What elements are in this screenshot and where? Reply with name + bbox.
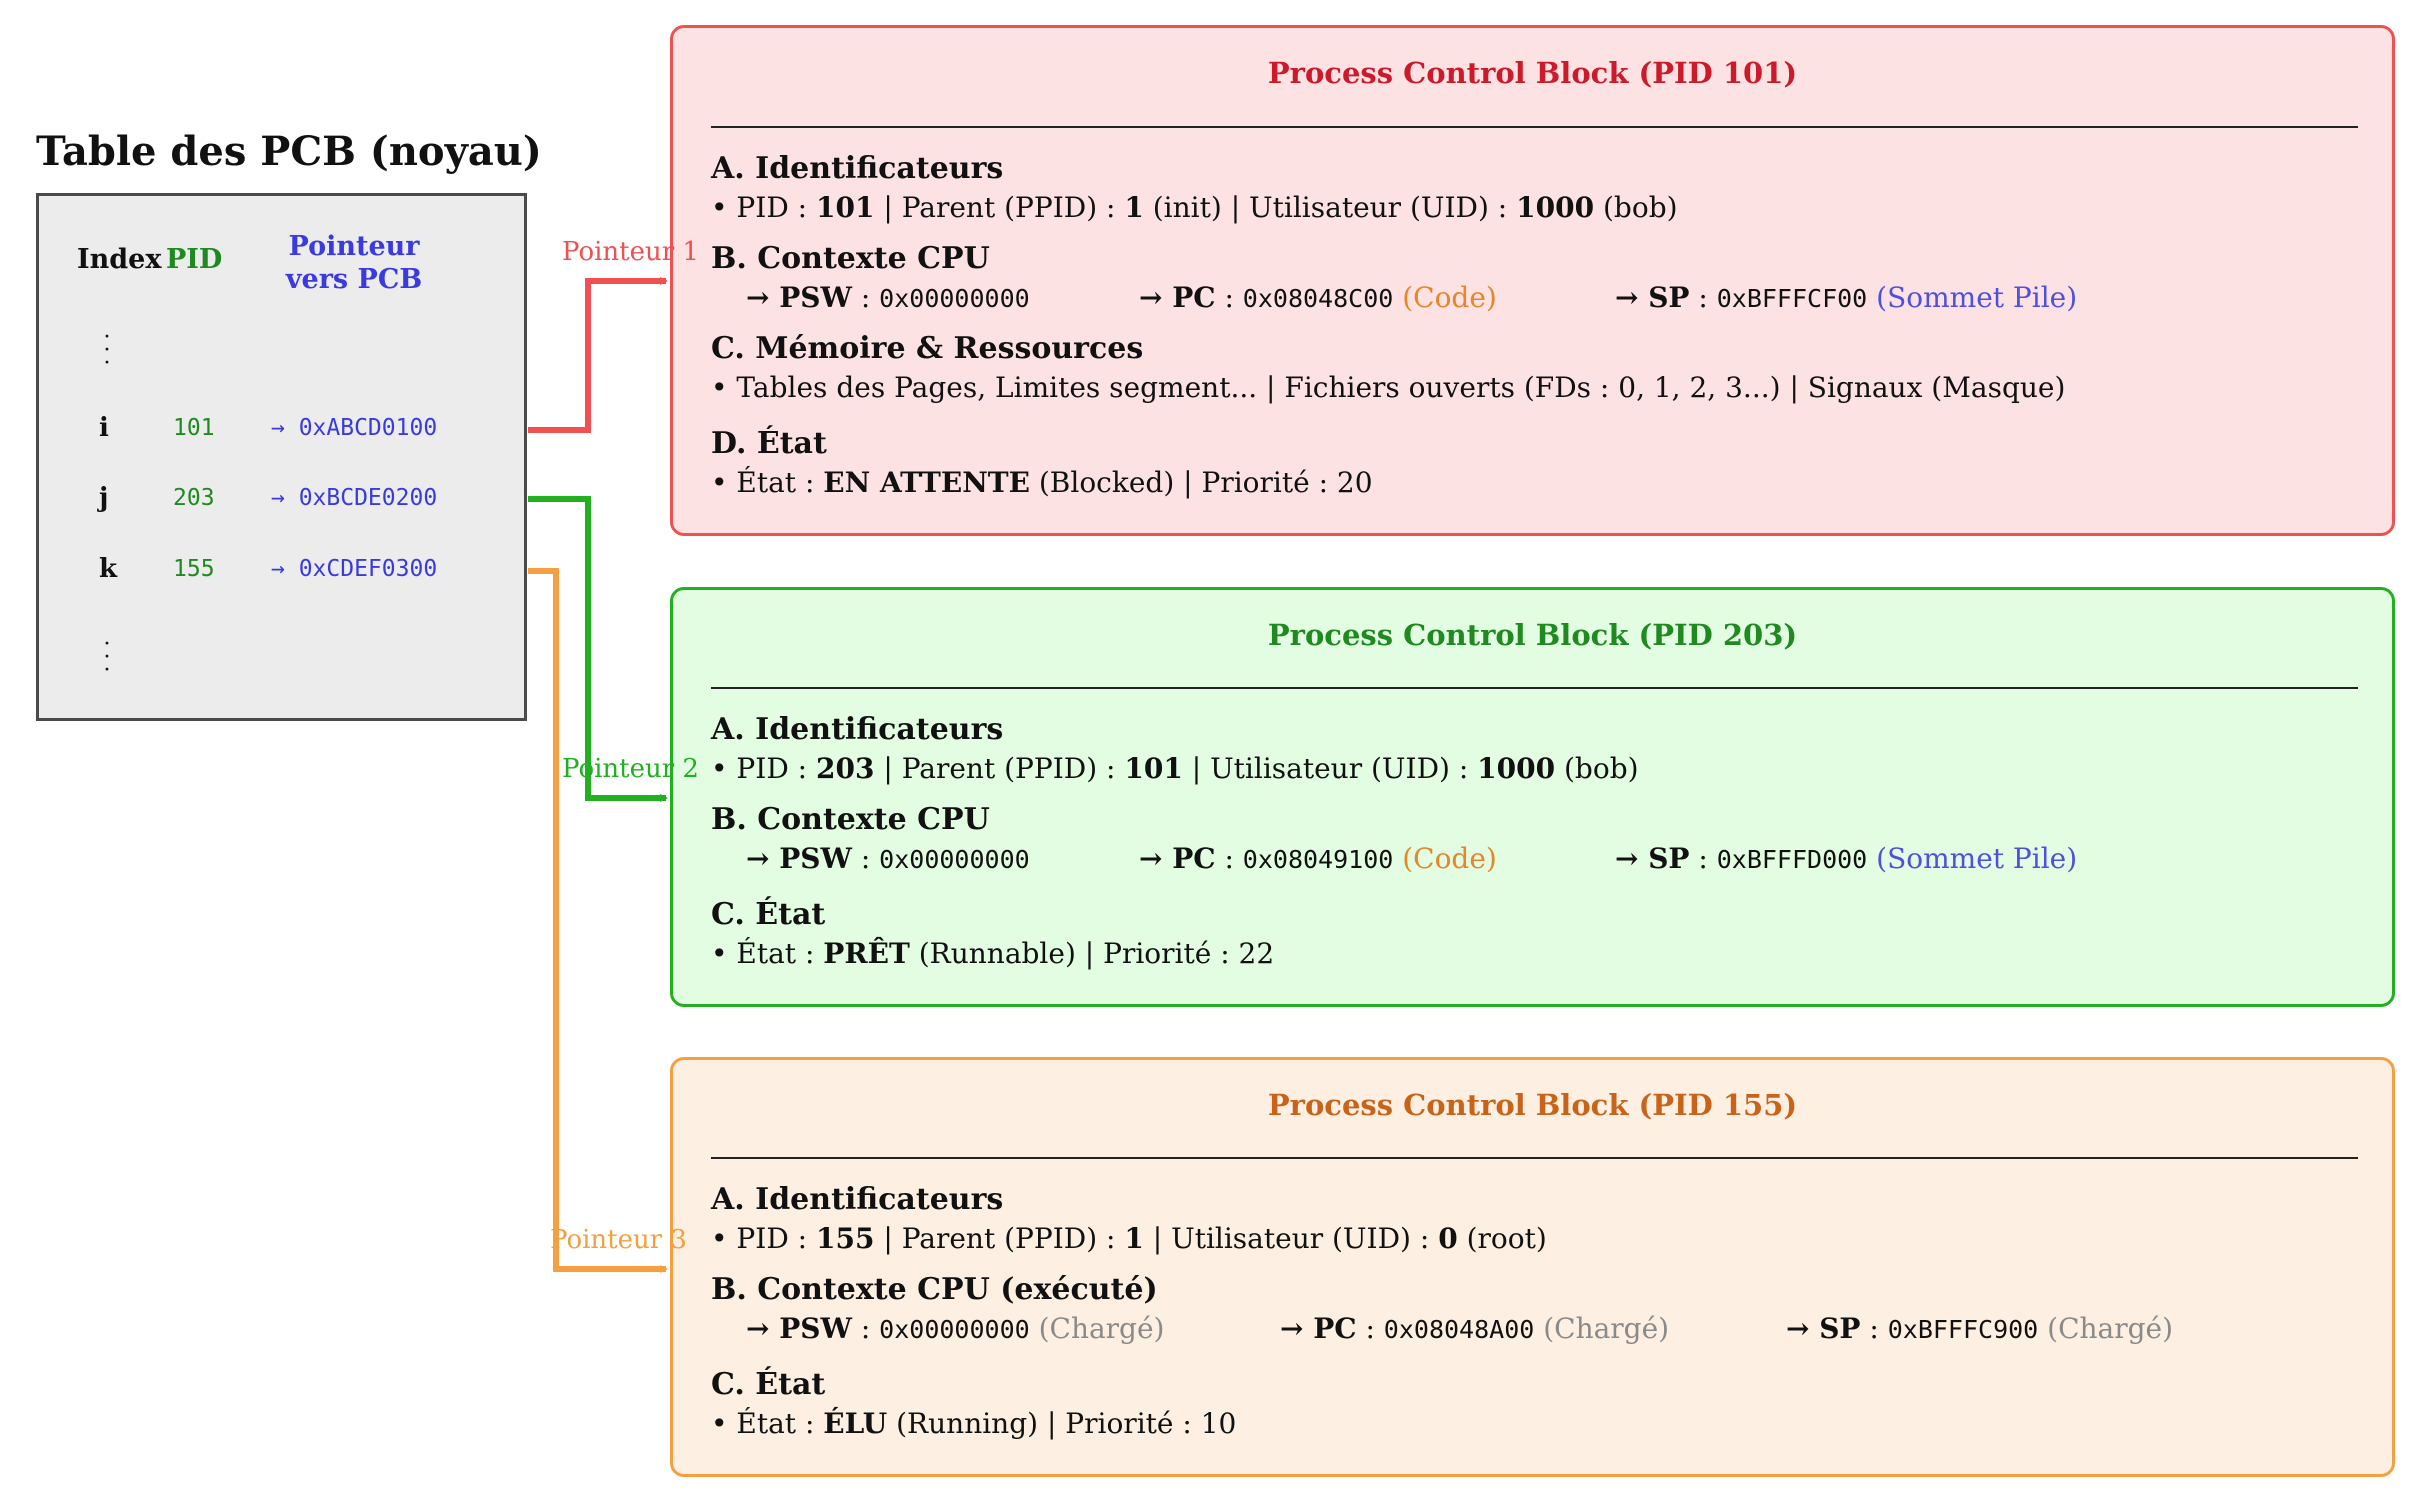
pcb-divider <box>711 126 2358 128</box>
pcb-title: Process Control Block (PID 101) <box>1267 56 1798 90</box>
row-pointer: → 0xCDEF0300 <box>271 556 438 582</box>
row-pointer: → 0xBCDE0200 <box>271 485 438 511</box>
pointer-header-line2: vers PCB <box>285 264 423 295</box>
row-index: k <box>99 554 118 584</box>
psw-register: → PSW : 0x00000000 <box>746 842 1030 875</box>
identifiers-line: • PID : 203 | Parent (PPID) : 101 | Util… <box>711 752 1639 785</box>
pcb-card-101: Process Control Block (PID 101) A. Ident… <box>670 25 2395 536</box>
state-title: D. État <box>711 426 827 461</box>
state-value: PRÊT <box>823 937 910 970</box>
pointer-1-label: Pointeur 1 <box>562 237 699 267</box>
pointer-2-label: Pointeur 2 <box>562 754 699 784</box>
uid-value: 1000 <box>1516 191 1595 224</box>
cpu-context-title: B. Contexte CPU (exécuté) <box>711 1272 1158 1307</box>
sp-register: → SP : 0xBFFFCF00 (Sommet Pile) <box>1615 281 2078 314</box>
pcb-title: Process Control Block (PID 155) <box>1267 1088 1798 1122</box>
pid-value: 101 <box>816 191 875 224</box>
pointer-2-arrow <box>528 496 668 802</box>
cpu-context-title: B. Contexte CPU <box>711 802 990 837</box>
row-index: i <box>99 413 109 443</box>
identifiers-title: A. Identificateurs <box>711 151 1004 186</box>
index-header: Index <box>77 244 162 275</box>
pcb-divider <box>711 687 2358 689</box>
pc-register: → PC : 0x08048C00 (Code) <box>1139 281 1497 314</box>
memory-resources-line: • Tables des Pages, Limites segment... |… <box>711 371 2066 404</box>
state-value: EN ATTENTE <box>823 466 1030 499</box>
pcb-table: Index PID Pointeur vers PCB ··· i 101 → … <box>36 193 527 721</box>
pid-value: 155 <box>816 1222 875 1255</box>
identifiers-title: A. Identificateurs <box>711 1182 1004 1217</box>
ppid-value: 1 <box>1124 191 1144 224</box>
state-title: C. État <box>711 897 826 932</box>
pointer-header: Pointeur vers PCB <box>269 230 439 296</box>
ppid-value: 101 <box>1124 752 1183 785</box>
row-pid: 155 <box>173 556 215 582</box>
pcb-card-155: Process Control Block (PID 155) A. Ident… <box>670 1057 2395 1477</box>
state-title: C. État <box>711 1367 826 1402</box>
identifiers-line: • PID : 101 | Parent (PPID) : 1 (init) |… <box>711 191 1678 224</box>
row-pid: 203 <box>173 485 215 511</box>
table-title: Table des PCB (noyau) <box>36 128 542 175</box>
sp-register: → SP : 0xBFFFD000 (Sommet Pile) <box>1615 842 2078 875</box>
pcb-divider <box>711 1157 2358 1159</box>
pcb-card-203: Process Control Block (PID 203) A. Ident… <box>670 587 2395 1007</box>
row-pid: 101 <box>173 415 215 441</box>
psw-register: → PSW : 0x00000000 (Chargé) <box>746 1312 1165 1345</box>
state-line: • État : EN ATTENTE (Blocked) | Priorité… <box>711 466 1373 499</box>
pointer-header-line1: Pointeur <box>288 231 420 262</box>
pc-register: → PC : 0x08048A00 (Chargé) <box>1280 1312 1670 1345</box>
psw-register: → PSW : 0x00000000 <box>746 281 1030 314</box>
state-line: • État : ÉLU (Running) | Priorité : 10 <box>711 1407 1237 1440</box>
state-line: • État : PRÊT (Runnable) | Priorité : 22 <box>711 937 1275 970</box>
sp-register: → SP : 0xBFFFC900 (Chargé) <box>1786 1312 2174 1345</box>
pc-register: → PC : 0x08049100 (Code) <box>1139 842 1497 875</box>
pointer-1-arrow <box>528 277 668 433</box>
identifiers-title: A. Identificateurs <box>711 712 1004 747</box>
vertical-ellipsis-top-icon: ··· <box>103 325 111 376</box>
pointer-3-label: Pointeur 3 <box>550 1225 687 1255</box>
pid-header: PID <box>166 244 223 275</box>
cpu-context-title: B. Contexte CPU <box>711 241 990 276</box>
state-value: ÉLU <box>823 1407 888 1440</box>
pcb-title: Process Control Block (PID 203) <box>1267 618 1798 652</box>
pointer-3-arrow <box>528 568 668 1273</box>
identifiers-line: • PID : 155 | Parent (PPID) : 1 | Utilis… <box>711 1222 1547 1255</box>
row-pointer: → 0xABCD0100 <box>271 415 438 441</box>
memory-resources-title: C. Mémoire & Ressources <box>711 331 1144 366</box>
ppid-value: 1 <box>1124 1222 1144 1255</box>
vertical-ellipsis-bottom-icon: ··· <box>103 632 111 683</box>
pid-value: 203 <box>816 752 875 785</box>
row-index: j <box>99 483 109 513</box>
uid-value: 1000 <box>1477 752 1556 785</box>
uid-value: 0 <box>1438 1222 1458 1255</box>
